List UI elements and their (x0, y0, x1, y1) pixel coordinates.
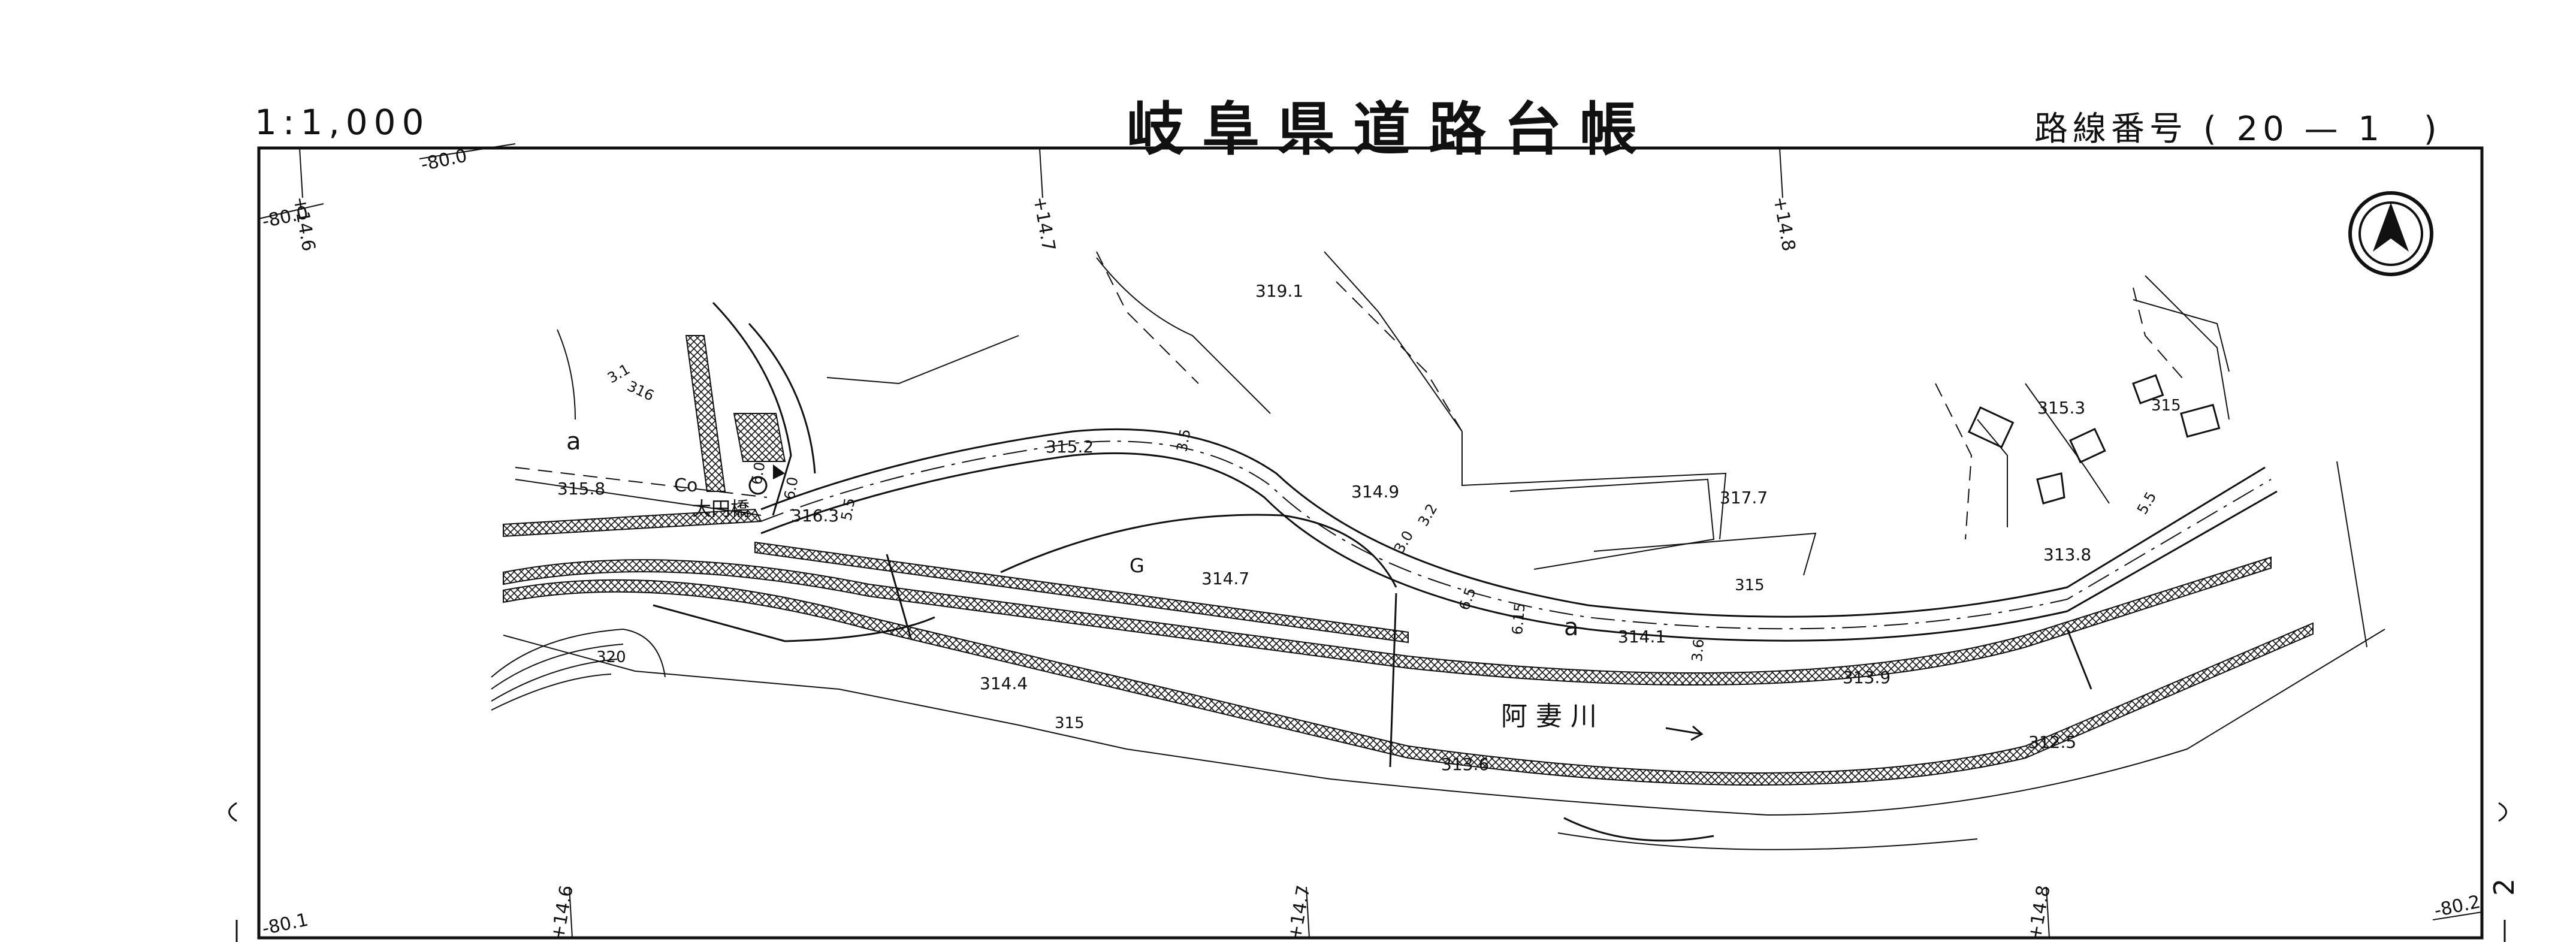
route-close-paren: ) (2423, 110, 2442, 149)
spot-height: 315 (1735, 576, 1765, 594)
grid-left-coord: -80.0 (419, 145, 469, 175)
spot-height: 317.7 (1720, 488, 1768, 508)
spot-height: 316 (624, 378, 656, 404)
spot-height: 316.3 (791, 506, 839, 526)
survey-line (886, 554, 912, 639)
sheet-number: 2 (2488, 878, 2520, 896)
road-width: 3.5 (1173, 428, 1194, 453)
grid-bottom-coord: +14.6 (547, 884, 577, 942)
road-width: 5.5 (838, 497, 858, 522)
spot-height: 315 (2151, 397, 2181, 415)
bridge-marker (748, 476, 768, 495)
grid-top-coord: +14.7 (1029, 195, 1059, 253)
spot-height: 314.9 (1351, 482, 1399, 502)
label-a: a (1564, 614, 1579, 641)
label-bridge-name: 大円橋 (692, 497, 750, 520)
route-number: 路線番号 ( 20 — 1 ) (2034, 102, 2442, 150)
spot-height: 320 (596, 648, 626, 666)
bridge-hatch (685, 335, 726, 492)
spot-heights: 315.8 316.3 319.1 315.2 314.9 314.7 317.… (557, 281, 2181, 774)
grid-left-coord: -80.1 (260, 909, 310, 939)
label-co: Co (674, 475, 697, 496)
spot-height: 313.8 (2043, 545, 2091, 564)
route-label: 路線番号 (2034, 110, 2188, 149)
spot-height: 315.3 (2037, 398, 2085, 418)
map-frame (257, 146, 2484, 940)
side-road (515, 301, 816, 516)
spot-height: 314.1 (1618, 627, 1666, 647)
grid-ticks (258, 143, 2483, 938)
terrain-contours (491, 628, 2385, 850)
river-bank-south (503, 579, 2314, 786)
spot-height: 315.8 (557, 479, 605, 499)
road-width: 3.2 (1415, 501, 1440, 529)
grid-right-coord: -80.2 (2432, 891, 2482, 921)
buildings (1967, 374, 2221, 505)
terrain-north (557, 251, 2367, 648)
survey-line (2066, 629, 2092, 690)
spot-height: 313.6 (1441, 754, 1489, 774)
route-number-value: 20 — 1 (2236, 110, 2384, 149)
grid-bottom-coord: +14.8 (2024, 884, 2054, 942)
label-a: a (566, 428, 581, 455)
survey-line (1389, 593, 1397, 768)
road-edge-strip (754, 541, 1409, 644)
route-open-paren: ( (2203, 110, 2221, 149)
bridge-flag (773, 464, 785, 479)
bridge-hatch (733, 413, 786, 462)
north-arrow-icon (2348, 191, 2433, 276)
road-width: 5.5 (2134, 489, 2160, 517)
map-title: 岐阜県道路台帳 (1127, 95, 1655, 163)
guard-rail (653, 514, 1714, 842)
scale-label: 1:1,000 (255, 102, 430, 143)
grid-top-coord: +14.8 (1769, 195, 1799, 253)
left-fold-mark (228, 802, 237, 822)
spot-height: 315 (1055, 714, 1085, 732)
road-width: 3.6 (1689, 638, 1707, 662)
spot-height: 315.2 (1046, 437, 1094, 457)
spot-height: 319.1 (1255, 281, 1303, 301)
spot-height: 313.9 (1843, 668, 1891, 687)
label-river-name: 阿 妻 川 (1501, 701, 1597, 732)
label-guardrail: G (1130, 554, 1144, 577)
road-width: 3.1 (605, 361, 633, 387)
road-width: 6.0 (781, 476, 801, 501)
road-width: 6.0 (748, 461, 768, 486)
spot-height: 312.5 (2028, 732, 2076, 752)
spot-height: 314.4 (980, 674, 1028, 693)
right-fold-mark (2498, 802, 2507, 822)
road-width: 3.0 (1391, 528, 1417, 556)
river-flow-arrow (1665, 725, 1704, 741)
grid-bottom-coord: +14.7 (1284, 884, 1314, 942)
spot-height: 314.7 (1201, 569, 1249, 588)
main-road (760, 428, 2278, 642)
river-bank-north (503, 556, 2272, 686)
road-width: 6.15 (1509, 602, 1529, 636)
